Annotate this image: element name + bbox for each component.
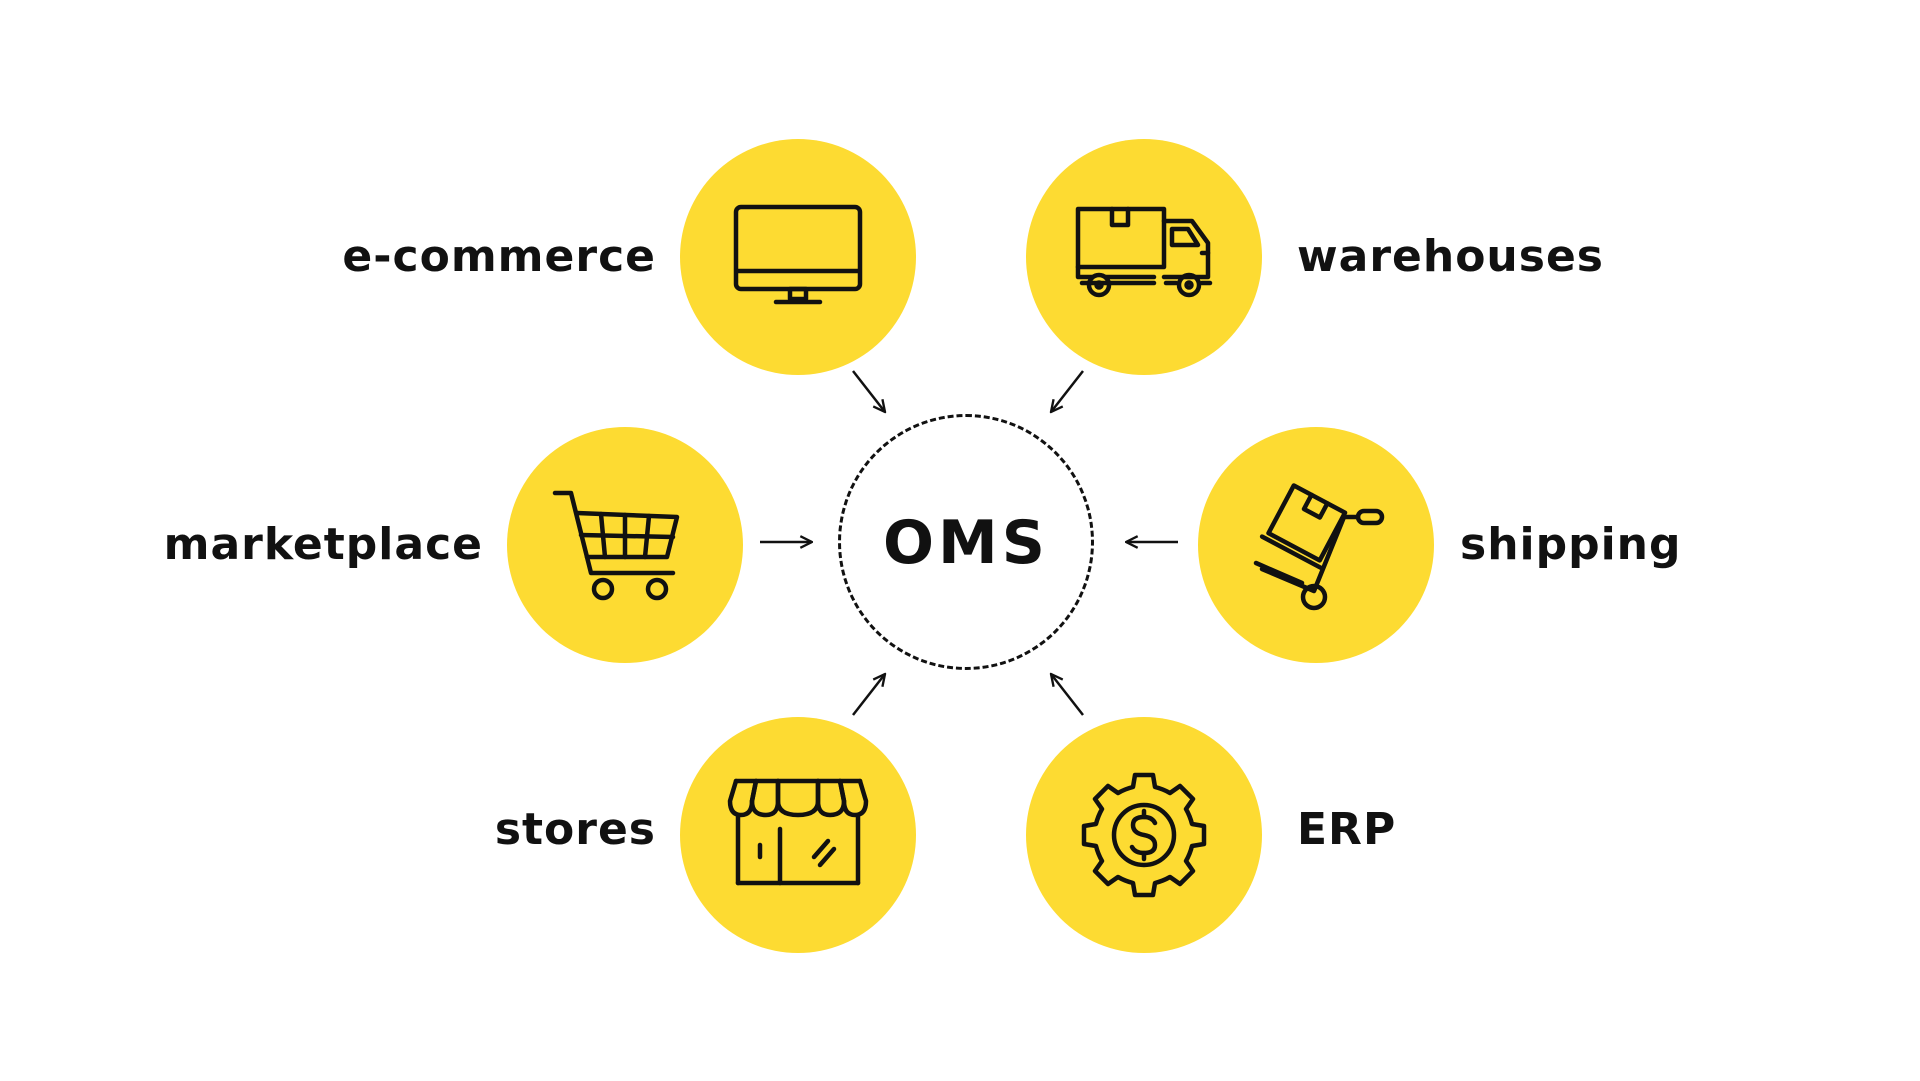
node-marketplace: [507, 427, 743, 663]
monitor-icon: [733, 204, 863, 305]
label-erp: ERP: [1297, 804, 1397, 855]
label-shipping: shipping: [1460, 519, 1682, 570]
node-stores: [680, 717, 916, 953]
arrow-ecommerce: [852, 370, 885, 412]
label-ecommerce: e-commerce: [342, 231, 656, 282]
label-warehouses: warehouses: [1297, 231, 1604, 282]
storefront-icon: [727, 778, 869, 886]
truck-icon: [1075, 206, 1213, 298]
arrow-warehouses: [1051, 370, 1084, 412]
label-stores: stores: [494, 804, 656, 855]
oms-center-circle: [838, 414, 1094, 670]
oms-label: OMS: [883, 508, 1049, 578]
shopping-cart-icon: [552, 490, 680, 601]
node-ecommerce: [680, 139, 916, 375]
arrow-stores: [852, 674, 885, 716]
node-erp: [1026, 717, 1262, 953]
label-marketplace: marketplace: [163, 519, 483, 570]
node-warehouses: [1026, 139, 1262, 375]
hand-truck-icon: [1253, 483, 1385, 611]
node-shipping: [1198, 427, 1434, 663]
arrow-erp: [1051, 674, 1084, 716]
gear-dollar-icon: [1081, 772, 1207, 898]
